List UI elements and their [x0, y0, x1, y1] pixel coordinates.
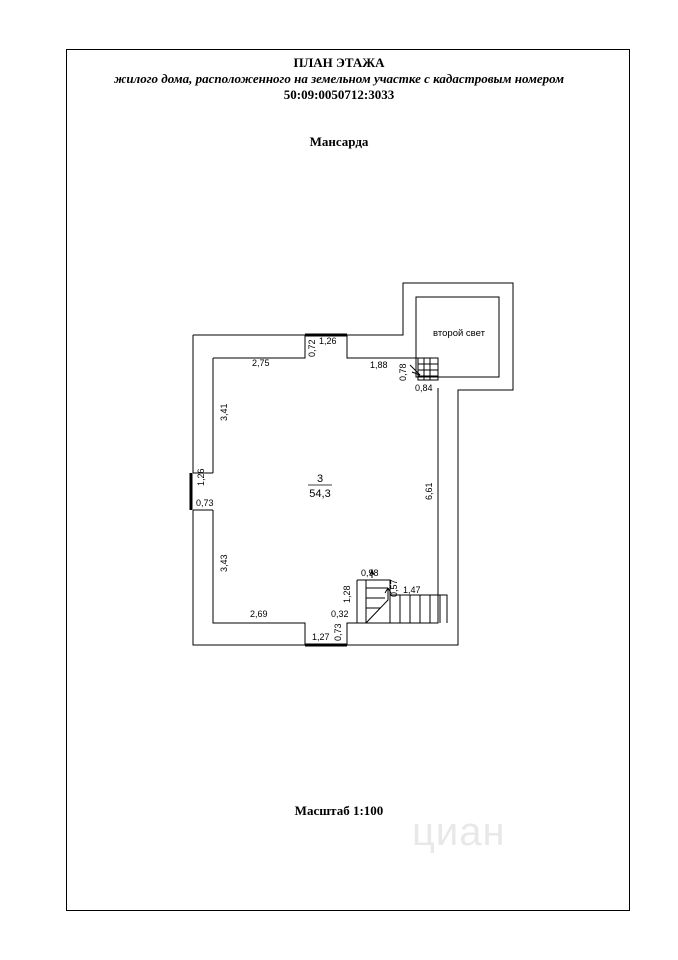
top-stair — [409, 357, 439, 381]
dim-stair-top-depth: 0,78 — [398, 363, 408, 381]
dim-left-upper-wall: 3,41 — [219, 403, 229, 421]
room-number: 3 — [317, 473, 323, 485]
light-well — [415, 296, 500, 378]
plan-subtitle: жилого дома, расположенного на земельном… — [113, 71, 565, 86]
dim-left-lower-wall: 3,43 — [219, 554, 229, 572]
dim-top-door-width: 1,26 — [319, 336, 337, 346]
dim-stair-offset: 0,32 — [331, 609, 349, 619]
light-well-label: второй свет — [433, 328, 486, 339]
scale-label: Масштаб 1:100 — [294, 803, 384, 818]
dim-left-window-width: 1,26 — [196, 468, 206, 486]
dim-top-door-depth: 0,72 — [307, 339, 317, 357]
dim-bottom-door-width: 1,27 — [312, 632, 330, 642]
watermark: циан — [412, 810, 506, 854]
dim-stair-width: 0,98 — [361, 568, 379, 578]
dim-bottom-left-wall: 2,69 — [250, 609, 268, 619]
dim-top-right-wall: 1,88 — [370, 360, 388, 370]
outer-wall — [192, 282, 514, 646]
dim-top-left-wall: 2,75 — [252, 358, 270, 368]
dim-left-window-depth: 0,73 — [196, 498, 214, 508]
dim-stair-top-width: 0,84 — [415, 383, 433, 393]
dim-stair-depth: 0,57 — [389, 579, 399, 597]
room-area: 54,3 — [309, 488, 330, 500]
dim-stair-run: 1,47 — [403, 585, 421, 595]
dim-bottom-door-depth: 0,73 — [333, 623, 343, 641]
cadastral-number: 50:09:0050712:3033 — [283, 87, 395, 102]
dim-right-wall: 6,61 — [424, 482, 434, 500]
bottom-stair — [356, 568, 448, 624]
inner-wall — [212, 335, 439, 645]
dim-stair-length: 1,28 — [342, 585, 352, 603]
floor-name: Мансарда — [309, 134, 369, 149]
plan-title: ПЛАН ЭТАЖА — [293, 55, 385, 70]
drawing-frame — [66, 49, 630, 911]
